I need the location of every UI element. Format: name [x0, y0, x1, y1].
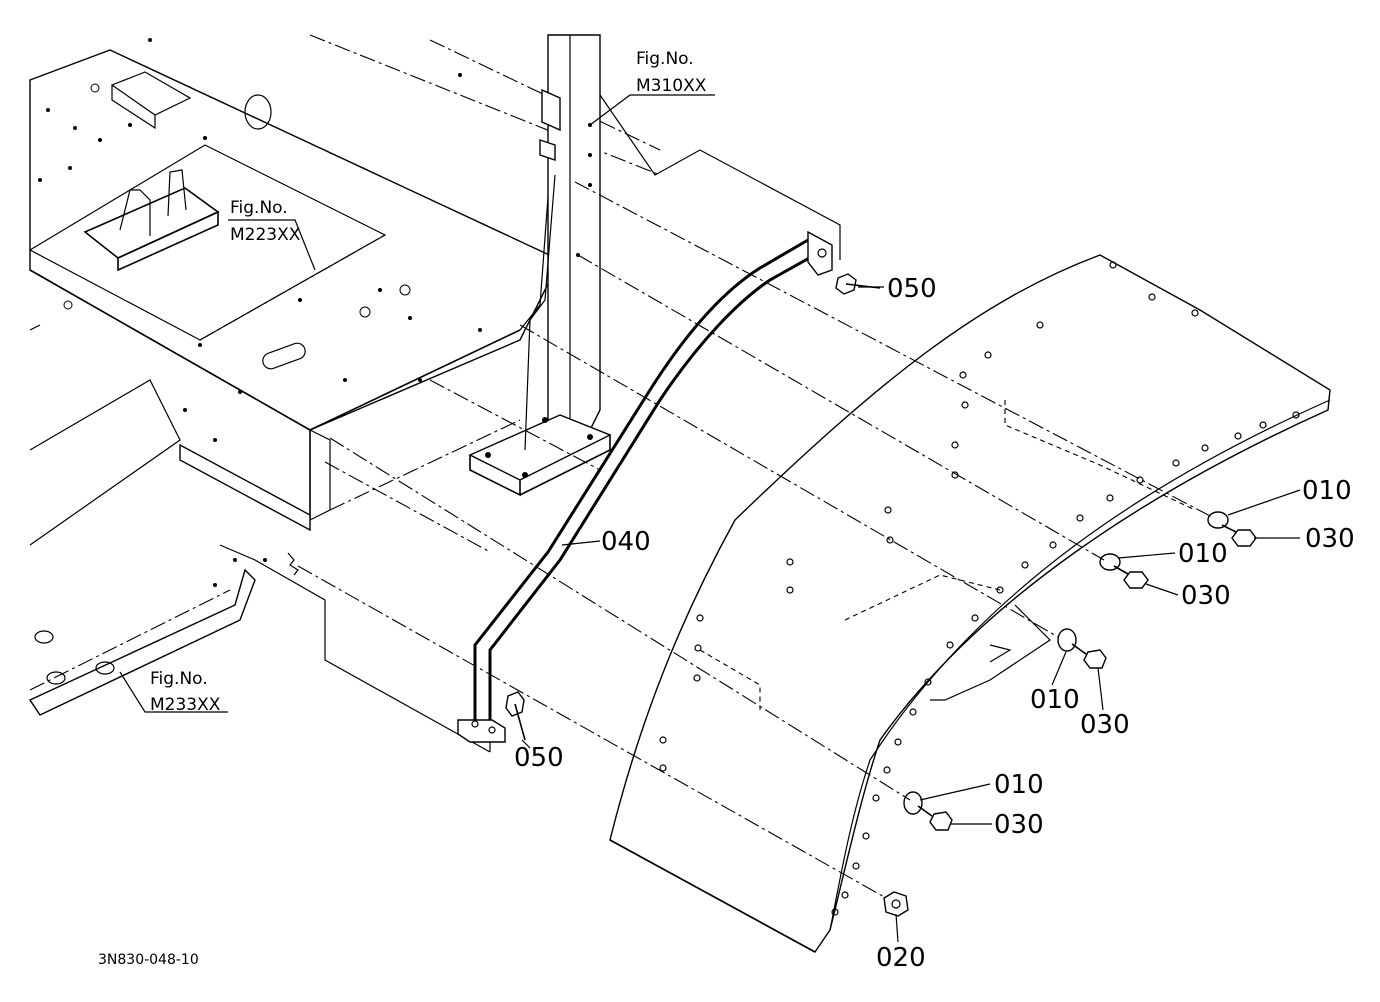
part-label-030-c: 030 [1080, 710, 1130, 740]
bolt-030-d-icon [917, 805, 953, 831]
fig-ref-number: M233XX [150, 695, 221, 715]
bolt-030-a-icon [1221, 524, 1257, 547]
part-label-030-b: 030 [1181, 581, 1231, 611]
fig-ref-label: Fig.No. [230, 198, 288, 218]
nut-020-icon [883, 891, 909, 917]
bolt-050-bottom-icon [505, 691, 526, 741]
fig-ref-label: Fig.No. [636, 49, 694, 69]
part-label-040: 040 [601, 527, 651, 557]
rear-fender [609, 254, 1331, 953]
spring-icon [287, 552, 299, 576]
fig-ref-number: M223XX [230, 225, 301, 245]
figure-reference-m310: Fig.No. M310XX [636, 49, 707, 96]
frame-assembly [28, 34, 661, 716]
rops-post [468, 34, 715, 497]
part-label-050-bottom: 050 [514, 743, 564, 773]
part-label-010-a: 010 [1302, 476, 1352, 506]
deck-holes [38, 38, 482, 587]
figure-reference-m223: Fig.No. M223XX [230, 198, 301, 245]
part-label-030-a: 030 [1305, 524, 1355, 554]
fig-ref-label: Fig.No. [150, 669, 208, 689]
part-label-020: 020 [876, 943, 926, 973]
part-label-050-top: 050 [887, 274, 937, 304]
fender-rim-holes [659, 261, 1300, 916]
assembly-lines [119, 181, 1301, 943]
part-label-030-d: 030 [994, 810, 1044, 840]
fasteners [287, 273, 1257, 917]
drawing-id: 3N830-048-10 [98, 952, 199, 968]
bolt-030-c-icon [1071, 643, 1107, 669]
bolt-030-b-icon [1113, 565, 1149, 589]
part-label-010-c: 010 [1030, 685, 1080, 715]
fig-ref-number: M310XX [636, 76, 707, 96]
bolt-050-top-icon [835, 273, 881, 295]
part-label-010-b: 010 [1178, 539, 1228, 569]
part-label-010-d: 010 [994, 770, 1044, 800]
figure-reference-m233: Fig.No. M233XX [150, 669, 221, 715]
